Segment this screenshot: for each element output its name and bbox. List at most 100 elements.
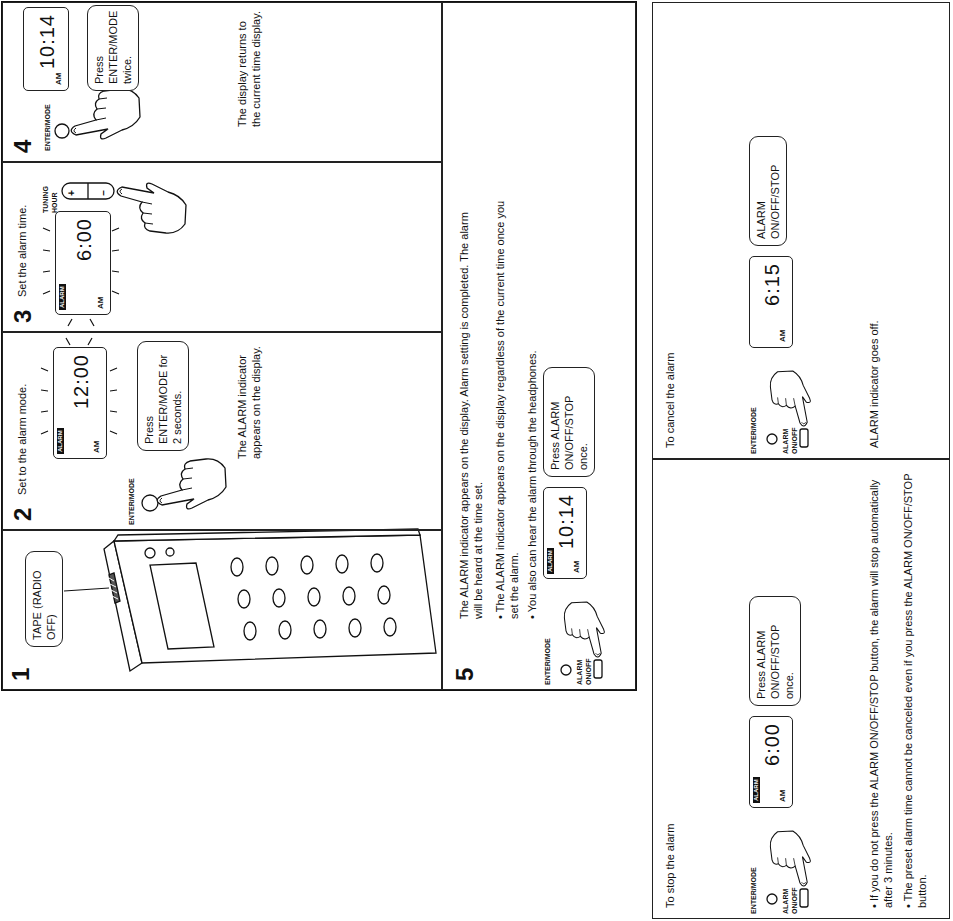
ellipse-shape: [308, 588, 320, 606]
circle-shape: [166, 548, 174, 556]
step-panel: 2 Set to the alarm mode. The ALARM indicat…: [2, 332, 442, 530]
step-panel: 4 The display returns to the current time…: [2, 2, 442, 162]
info-box: To stop the alarm • If you do not press t…: [652, 459, 950, 919]
body-text: • The ALARM indicator appears on the dis…: [493, 199, 521, 619]
display-digits: 6:00: [762, 723, 782, 766]
callout-box: ALARM ON/OFF/STOP: [749, 136, 787, 246]
display-indicator: AM: [778, 330, 787, 342]
rect-shape: [800, 429, 808, 447]
callout-text: Press ENTER/MODE for 2 seconds.: [142, 348, 184, 444]
callout-text: Press ENTER/MODE twice.: [92, 12, 134, 84]
display-digits: 12:00: [71, 354, 91, 409]
info-box: To cancel the alarm ALARM indicator goes …: [652, 2, 950, 459]
callout-text: Press ALARM ON/OFF/STOP once.: [548, 374, 590, 470]
ellipse-shape: [231, 558, 243, 576]
use-shape: [71, 89, 140, 139]
callout-box: Press ALARM ON/OFF/STOP once.: [543, 367, 595, 477]
outer-frame: [2, 2, 636, 690]
use-shape: [117, 183, 186, 233]
button-label: ALARM ON/OFF: [781, 882, 799, 914]
callout-box: Press ALARM ON/OFF/STOP once.: [749, 596, 801, 706]
ellipse-shape: [244, 622, 256, 640]
display-indicator: ALARM: [547, 548, 554, 574]
body-text: The display returns to the current time …: [235, 9, 263, 127]
heading-text: To cancel the alarm: [663, 208, 677, 448]
ellipse-shape: [301, 556, 313, 574]
callout-text: TAPE (RADIO OFF): [30, 558, 58, 640]
circle-shape: [767, 894, 777, 904]
body-text: The ALARM indicator appears on the displ…: [235, 339, 263, 459]
button-label: ALARM ON/OFF: [781, 422, 799, 454]
body-text: • If you do not press the ALARM ON/OFF/S…: [867, 468, 895, 908]
display-digits: 10:14: [37, 14, 57, 69]
callout-text: ALARM ON/OFF/STOP: [754, 143, 782, 239]
display-digits: 6:15: [762, 263, 782, 306]
line-shape: [87, 183, 88, 199]
step-number: 4: [9, 129, 37, 153]
display-indicator: AM: [96, 297, 105, 309]
lcd-display: AM10:14: [23, 7, 69, 91]
circle-shape: [55, 124, 69, 138]
heading-text: To stop the alarm: [663, 668, 677, 908]
ellipse-shape: [343, 587, 355, 605]
lcd-display: ALARM AM 12:00: [53, 347, 107, 459]
step-number: 3: [9, 299, 37, 323]
polygon-shape: [150, 563, 214, 649]
button-label: ENTER/MODE: [749, 404, 758, 454]
ellipse-shape: [279, 621, 291, 639]
step-number: 2: [9, 497, 37, 521]
body-text: • The preset alarm time cannot be cancel…: [901, 468, 929, 908]
lcd-display: ALARMAM6:00: [749, 716, 793, 808]
callout-box: Press ENTER/MODE twice.: [87, 5, 139, 91]
ellipse-shape: [371, 554, 383, 572]
ellipse-shape: [266, 557, 278, 575]
panel-4-figure: [55, 89, 140, 139]
heading-text: Set to the alarm mode.: [15, 339, 29, 495]
step-number: 5: [451, 651, 479, 681]
circle-shape: [767, 434, 777, 444]
use-shape: [157, 459, 226, 509]
button-label: ENTER/MODE: [43, 101, 52, 151]
circle-shape: [145, 548, 155, 558]
polygon-shape: [109, 573, 120, 603]
rect-shape: [594, 660, 602, 678]
callout-box: Press ENTER/MODE for 2 seconds.: [137, 341, 189, 451]
button-label: –: [99, 179, 109, 207]
ellipse-shape: [238, 590, 250, 608]
display-digits: 10:14: [556, 494, 576, 549]
body-text: ALARM indicator goes off.: [867, 148, 881, 448]
lcd-display: ALARMAM6:00: [55, 211, 111, 315]
use-shape: [770, 831, 810, 886]
step-panel: 1 TAPE (RADIO OFF): [2, 530, 442, 690]
display-indicator: ALARM: [57, 428, 64, 454]
body-text: • You also can hear the alarm through th…: [525, 199, 539, 619]
path-shape: [109, 578, 118, 599]
circle-shape: [142, 495, 158, 511]
panel-3-figure: [43, 183, 186, 326]
step-panel: 3Set the alarm time.ALARMAM6:00TUNING HO…: [2, 162, 442, 332]
display-indicator: AM: [92, 441, 101, 453]
step-number: 1: [7, 651, 35, 681]
polygon-shape: [114, 535, 436, 663]
display-indicator: AM: [778, 790, 787, 802]
display-indicator: AM: [572, 561, 581, 573]
use-shape: [564, 602, 604, 657]
body-text: The ALARM indicator appears on the displ…: [457, 199, 485, 619]
button-label: +: [67, 179, 77, 207]
lcd-display: ALARM AM 10:14: [543, 487, 587, 579]
button-label: ENTER/MODE: [543, 635, 552, 685]
button-label: ENTER/MODE: [127, 475, 136, 525]
step-panel: 5 The ALARM indicator appears on the disp…: [442, 2, 636, 690]
ellipse-shape: [378, 586, 390, 604]
heading-text: Set the alarm time.: [15, 169, 29, 297]
display-indicator: ALARM: [59, 284, 66, 310]
callout-box: TAPE (RADIO OFF): [25, 551, 63, 647]
circle-shape: [561, 665, 571, 675]
ellipse-shape: [349, 619, 361, 637]
ellipse-shape: [273, 589, 285, 607]
button-label: ALARM ON/OFF: [575, 653, 593, 685]
ellipse-shape: [314, 620, 326, 638]
